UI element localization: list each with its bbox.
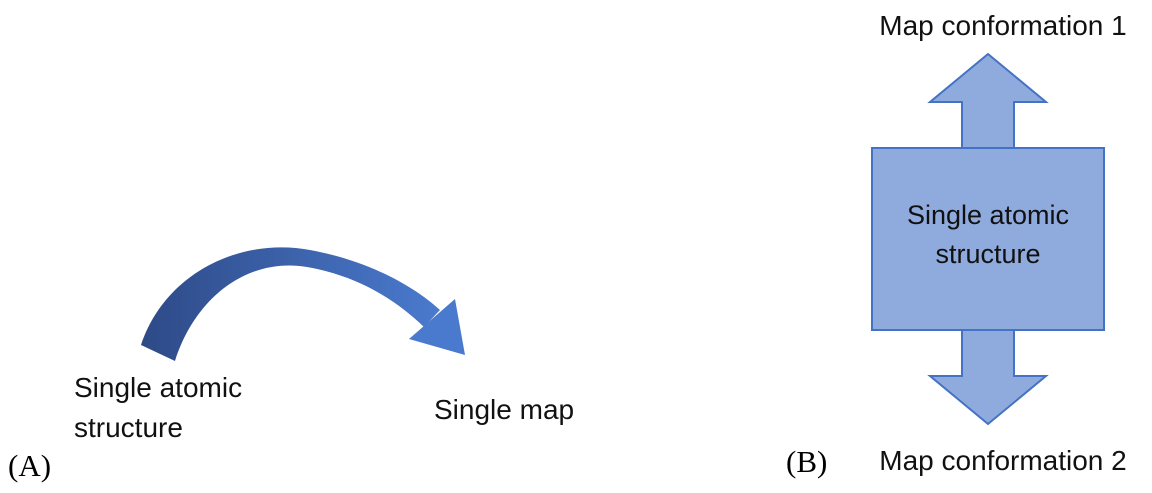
- single-map-label: Single map: [434, 394, 575, 425]
- central-rectangle: [871, 147, 1105, 331]
- down-block-arrow-icon: [927, 327, 1049, 426]
- double-arrow-block-shape: [871, 52, 1105, 426]
- panel-b-letter: (B): [786, 444, 828, 479]
- map-conformation-1-label: Map conformation 1: [879, 10, 1127, 41]
- curved-arrow-body: [141, 247, 440, 361]
- curved-arrow: [141, 247, 465, 361]
- curved-arrow-head: [409, 299, 465, 355]
- panel-a-letter: (A): [8, 448, 52, 483]
- single-atomic-structure-box-label: Single atomic structure: [906, 200, 1070, 269]
- single-atomic-structure-label: Single atomic structure: [74, 372, 243, 443]
- up-block-arrow-icon: [927, 52, 1049, 151]
- map-conformation-2-label: Map conformation 2: [879, 445, 1127, 476]
